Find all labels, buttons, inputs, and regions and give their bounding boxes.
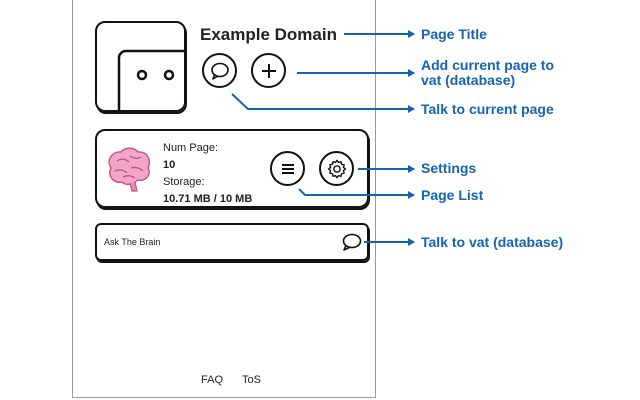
brain-icon — [108, 147, 151, 192]
num-page-value: 10 — [163, 159, 176, 171]
faq-link[interactable]: FAQ — [201, 374, 224, 386]
chat-bubble-icon — [210, 62, 229, 80]
storage-label: Storage: — [163, 176, 205, 188]
page-list-button[interactable] — [270, 151, 305, 186]
annotation-page-title: Page Title — [421, 26, 487, 42]
stats-text: Num Page: 10 Storage: 10.71 MB / 10 MB — [163, 140, 252, 208]
ask-the-brain-label: Ask The Brain — [104, 237, 161, 247]
add-page-button[interactable] — [251, 53, 286, 88]
page-title: Example Domain — [200, 25, 337, 44]
num-page-label: Num Page: — [163, 142, 219, 154]
annotation-add-page-line2: vat (database) — [421, 72, 516, 88]
annotation-talk-to-page: Talk to current page — [421, 101, 554, 117]
chat-bubble-icon[interactable] — [341, 232, 363, 252]
settings-button[interactable] — [319, 151, 354, 186]
list-icon — [281, 163, 294, 174]
page-thumbnail — [95, 21, 186, 112]
arrow-page-list — [298, 188, 415, 199]
plus-icon — [261, 63, 276, 78]
talk-to-page-button[interactable] — [202, 53, 237, 88]
annotation-settings: Settings — [421, 160, 477, 176]
tos-link[interactable]: ToS — [242, 374, 261, 386]
extension-popup: Example Domain Num Page: 10 Storage: 10.… — [72, 0, 376, 398]
gear-icon — [327, 159, 346, 178]
annotation-add-page-line1: Add current page to — [421, 57, 555, 73]
annotation-page-list: Page List — [421, 187, 484, 203]
stats-card: Num Page: 10 Storage: 10.71 MB / 10 MB — [95, 129, 369, 208]
annotation-talk-to-vat: Talk to vat (database) — [421, 234, 564, 250]
arrow-talk-to-page — [231, 93, 415, 113]
annotation-add-page: Add current page to vat (database) — [421, 58, 554, 88]
storage-value: 10.71 MB / 10 MB — [163, 193, 253, 205]
